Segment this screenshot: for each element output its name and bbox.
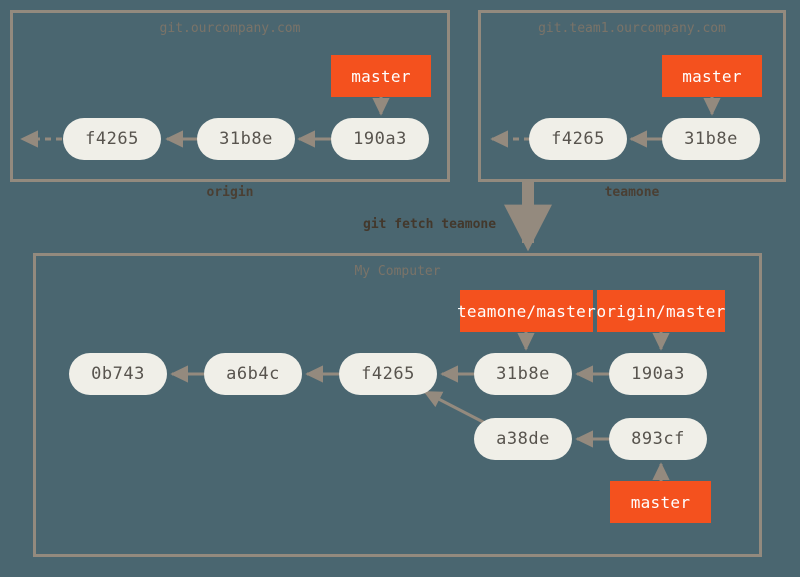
branch-label-local-master[interactable]: master bbox=[610, 481, 711, 523]
commit-node-local-f4265[interactable]: f4265 bbox=[339, 353, 437, 395]
commit-node-origin-31b8e[interactable]: 31b8e bbox=[197, 118, 295, 160]
branch-label-origin-master[interactable]: master bbox=[331, 55, 431, 97]
commit-node-local-190a3[interactable]: 190a3 bbox=[609, 353, 707, 395]
commit-node-local-a6b4c[interactable]: a6b4c bbox=[204, 353, 302, 395]
command-label-git-fetch: git fetch teamone bbox=[363, 217, 497, 232]
repo-title-teamone: git.team1.ourcompany.com bbox=[538, 21, 726, 36]
commit-node-local-0b743[interactable]: 0b743 bbox=[69, 353, 167, 395]
commit-node-local-893cf[interactable]: 893cf bbox=[609, 418, 707, 460]
repo-box-origin: git.ourcompany.com bbox=[10, 10, 450, 182]
repo-caption-origin: origin bbox=[206, 185, 254, 200]
repo-box-mycomputer: My Computer bbox=[33, 253, 762, 557]
branch-label-local-teamone-master[interactable]: teamone/master bbox=[457, 290, 596, 332]
repo-caption-teamone: teamone bbox=[604, 185, 660, 200]
repo-title-mycomputer: My Computer bbox=[354, 264, 441, 279]
commit-node-origin-f4265[interactable]: f4265 bbox=[63, 118, 161, 160]
repo-box-teamone: git.team1.ourcompany.com bbox=[478, 10, 786, 182]
commit-node-origin-190a3[interactable]: 190a3 bbox=[331, 118, 429, 160]
commit-node-local-31b8e[interactable]: 31b8e bbox=[474, 353, 572, 395]
commit-node-teamone-f4265[interactable]: f4265 bbox=[529, 118, 627, 160]
repo-title-origin: git.ourcompany.com bbox=[159, 21, 301, 36]
commit-node-local-a38de[interactable]: a38de bbox=[474, 418, 572, 460]
branch-label-local-origin-master[interactable]: origin/master bbox=[596, 290, 725, 332]
commit-node-teamone-31b8e[interactable]: 31b8e bbox=[662, 118, 760, 160]
branch-label-teamone-master[interactable]: master bbox=[662, 55, 762, 97]
